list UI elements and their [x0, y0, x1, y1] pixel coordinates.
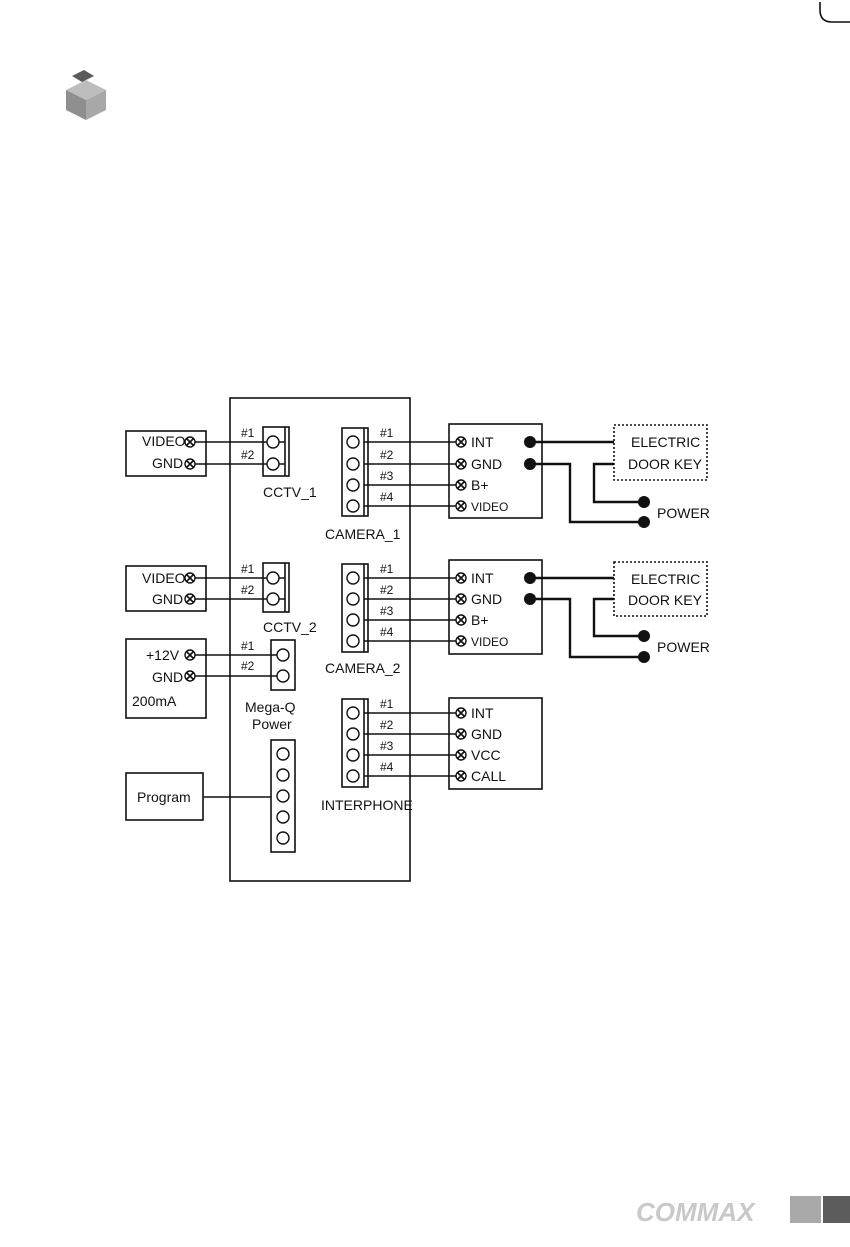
camera2-pin-1: #1: [380, 562, 394, 576]
footer-tab-light: [790, 1196, 821, 1223]
cctv1-source-terminals: [185, 437, 195, 469]
cctv2-gnd-label: GND: [152, 591, 183, 607]
power2-node-a: [638, 630, 650, 642]
camera1-pin-2: #2: [380, 448, 394, 462]
camera2-terminal-gnd: GND: [471, 591, 502, 607]
interphone-terminal-int: INT: [471, 705, 494, 721]
camera1-pin-3: #3: [380, 469, 394, 483]
interphone-terminal-gnd: GND: [471, 726, 502, 742]
camera1-terminal-video: VIDEO: [471, 500, 508, 514]
power2-node-b: [638, 651, 650, 663]
cctv1-connector-label: CCTV_1: [263, 484, 317, 500]
interphone-pin-2: #2: [380, 718, 394, 732]
interphone-pin-1: #1: [380, 697, 394, 711]
power-source-terminals: [185, 650, 195, 681]
cctv1-gnd-label: GND: [152, 455, 183, 471]
program-label: Program: [137, 789, 191, 805]
power1-node-a: [638, 496, 650, 508]
camera1-terminal-gnd: GND: [471, 456, 502, 472]
interphone-pin-4: #4: [380, 760, 394, 774]
cctv1-pin-1: #1: [241, 426, 255, 440]
power2-label: POWER: [657, 639, 710, 655]
camera2-terminal-bplus: B+: [471, 612, 489, 628]
camera2-pin-3: #3: [380, 604, 394, 618]
power-gnd-label: GND: [152, 669, 183, 685]
camera1-terminal-bplus: B+: [471, 477, 489, 493]
power1-node-b: [638, 516, 650, 528]
camera1-gnd-power-wire: [530, 464, 644, 522]
camera1-terminal-int: INT: [471, 434, 494, 450]
camera1-pin-4: #4: [380, 490, 394, 504]
camera2-gnd-power-wire: [530, 599, 644, 657]
cctv2-video-label: VIDEO: [142, 570, 186, 586]
doorkey1-line1: ELECTRIC: [631, 434, 700, 450]
corner-mark: [820, 2, 850, 22]
power1-label: POWER: [657, 505, 710, 521]
camera1-terminals: [456, 437, 466, 511]
megaq-label-line1: Mega-Q: [245, 699, 296, 715]
doorkey2-line1: ELECTRIC: [631, 571, 700, 587]
megaq-label-line2: Power: [252, 716, 292, 732]
cctv2-pin-1: #1: [241, 562, 255, 576]
megaq-connector: [271, 640, 295, 690]
camera2-terminals: [456, 573, 466, 646]
cctv1-pin-2: #2: [241, 448, 255, 462]
cctv2-connector: [263, 563, 289, 612]
megaq-pin-1: #1: [241, 639, 255, 653]
interphone-terminals: [456, 708, 466, 781]
cctv2-source-terminals: [185, 573, 195, 604]
doorkey1-line2: DOOR KEY: [628, 456, 703, 472]
doorkey2-line2: DOOR KEY: [628, 592, 703, 608]
camera2-pin-4: #4: [380, 625, 394, 639]
megaq-pin-2: #2: [241, 659, 255, 673]
cctv1-video-label: VIDEO: [142, 433, 186, 449]
camera2-terminal-video: VIDEO: [471, 635, 508, 649]
interphone-pin-3: #3: [380, 739, 394, 753]
cctv2-connector-label: CCTV_2: [263, 619, 317, 635]
camera2-terminal-int: INT: [471, 570, 494, 586]
interphone-terminal-call: CALL: [471, 768, 506, 784]
brand-logo: COMMAX: [636, 1197, 756, 1227]
footer-tab-dark: [823, 1196, 850, 1223]
power-12v-label: +12V: [146, 647, 180, 663]
cctv1-connector: [263, 427, 289, 476]
cctv2-pin-2: #2: [241, 583, 255, 597]
power-rating-label: 200mA: [132, 693, 177, 709]
interphone-terminal-vcc: VCC: [471, 747, 501, 763]
cube-icon: [66, 70, 106, 120]
camera1-pin-1: #1: [380, 426, 394, 440]
camera2-connector-label: CAMERA_2: [325, 660, 401, 676]
interphone-connector-label: INTERPHONE: [321, 797, 413, 813]
program-connector: [271, 740, 295, 852]
camera2-pin-2: #2: [380, 583, 394, 597]
camera1-connector-label: CAMERA_1: [325, 526, 401, 542]
